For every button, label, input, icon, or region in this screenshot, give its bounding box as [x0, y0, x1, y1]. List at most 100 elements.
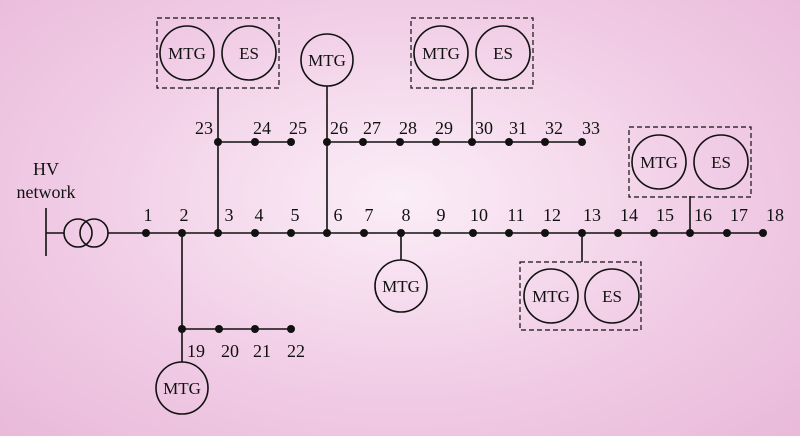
bus-label-21: 21: [253, 341, 271, 361]
bus-dot-27: [359, 138, 367, 146]
bus-labels: 1 2 3 4 5 6 7 8 9 10 11 12 13 14 15 16 1…: [144, 118, 785, 361]
bus-dot-31: [505, 138, 513, 146]
bus-label-27: 27: [363, 118, 381, 138]
bus-dot-29: [432, 138, 440, 146]
bus-dot-2: [178, 229, 186, 237]
bus-dot-4: [251, 229, 259, 237]
bus-dot-7: [360, 229, 368, 237]
mtg-label-bus-30: MTG: [422, 44, 460, 63]
mtg-label-bus-23: MTG: [168, 44, 206, 63]
bus-label-17: 17: [730, 205, 748, 225]
bus-label-29: 29: [435, 118, 453, 138]
bus-dot-5: [287, 229, 295, 237]
bus-label-13: 13: [583, 205, 601, 225]
bus-label-20: 20: [221, 341, 239, 361]
mtg-circle-bus-30: [413, 25, 469, 81]
bus-dot-8: [397, 229, 405, 237]
bus-dot-17: [723, 229, 731, 237]
bus-label-14: 14: [620, 205, 638, 225]
bus-label-22: 22: [287, 341, 305, 361]
bus-dot-1: [142, 229, 150, 237]
bus-label-15: 15: [656, 205, 674, 225]
bus-label-23: 23: [195, 118, 213, 138]
bus-dot-24: [251, 138, 259, 146]
es-label-bus-23: ES: [239, 44, 259, 63]
bus-dot-28: [396, 138, 404, 146]
mtg-circle-bus-13: [523, 268, 579, 324]
bus-dot-22: [287, 325, 295, 333]
unit-group-bus-13: MTG ES: [519, 261, 642, 331]
bus-label-32: 32: [545, 118, 563, 138]
bus-label-11: 11: [507, 205, 524, 225]
bus-label-12: 12: [543, 205, 561, 225]
bus-label-28: 28: [399, 118, 417, 138]
mtg-circle-bus-26: [300, 33, 354, 87]
bus-dot-3: [214, 229, 222, 237]
mtg-circle-bus-23: [159, 25, 215, 81]
bus-dot-13: [578, 229, 586, 237]
hv-label-line1: HV: [33, 159, 59, 179]
bus-label-10: 10: [470, 205, 488, 225]
unit-box-bus-13: [519, 261, 642, 331]
es-label-bus-16: ES: [711, 153, 731, 172]
bus-dot-23: [214, 138, 222, 146]
bus-dot-14: [614, 229, 622, 237]
bus-dot-26: [323, 138, 331, 146]
bus-label-16: 16: [694, 205, 712, 225]
bus-label-26: 26: [330, 118, 348, 138]
bus-label-7: 7: [365, 205, 374, 225]
mtg-circle-bus-8: [374, 259, 428, 313]
bus-label-1: 1: [144, 205, 153, 225]
bus-label-25: 25: [289, 118, 307, 138]
mtg-circle-bus-16: [631, 134, 687, 190]
transformer-secondary-winding: [79, 218, 109, 248]
hv-label-line2: network: [17, 182, 76, 202]
bus-label-9: 9: [437, 205, 446, 225]
unit-bus-8: MTG: [374, 259, 428, 313]
bus-dot-16: [686, 229, 694, 237]
unit-box-bus-30: [410, 17, 534, 89]
es-circle-bus-13: [584, 268, 640, 324]
bus-dot-9: [433, 229, 441, 237]
bus-label-19: 19: [187, 341, 205, 361]
es-circle-bus-16: [693, 134, 749, 190]
unit-group-bus-23: MTG ES: [156, 17, 280, 89]
bus-dot-30: [468, 138, 476, 146]
bus-dot-12: [541, 229, 549, 237]
unit-group-bus-30: MTG ES: [410, 17, 534, 89]
bus-dot-21: [251, 325, 259, 333]
es-label-bus-13: ES: [602, 287, 622, 306]
unit-box-bus-23: [156, 17, 280, 89]
transformer-primary-winding: [63, 218, 93, 248]
bus-label-3: 3: [225, 205, 234, 225]
unit-bus-26: MTG: [300, 33, 354, 87]
unit-box-bus-16: [628, 126, 752, 198]
bus-dot-32: [541, 138, 549, 146]
es-circle-bus-23: [221, 25, 277, 81]
bus-dot-6: [323, 229, 331, 237]
bus-dot-11: [505, 229, 513, 237]
bus-dot-10: [469, 229, 477, 237]
bus-label-8: 8: [402, 205, 411, 225]
unit-group-bus-16: MTG ES: [628, 126, 752, 198]
bus-dot-25: [287, 138, 295, 146]
mtg-circle-bus-19: [155, 361, 209, 415]
bus-label-5: 5: [291, 205, 300, 225]
mtg-label-bus-16: MTG: [640, 153, 678, 172]
bus-label-31: 31: [509, 118, 527, 138]
bus-label-33: 33: [582, 118, 600, 138]
mtg-label-bus-26: MTG: [308, 51, 346, 70]
bus-label-24: 24: [253, 118, 271, 138]
bus-dot-33: [578, 138, 586, 146]
mtg-label-bus-13: MTG: [532, 287, 570, 306]
mtg-label-bus-19: MTG: [163, 379, 201, 398]
bus-label-2: 2: [180, 205, 189, 225]
bus-dots: [142, 138, 767, 333]
es-label-bus-30: ES: [493, 44, 513, 63]
mtg-label-bus-8: MTG: [382, 277, 420, 296]
bus-dot-15: [650, 229, 658, 237]
bus-dot-20: [215, 325, 223, 333]
bus-label-4: 4: [255, 205, 264, 225]
es-circle-bus-30: [475, 25, 531, 81]
